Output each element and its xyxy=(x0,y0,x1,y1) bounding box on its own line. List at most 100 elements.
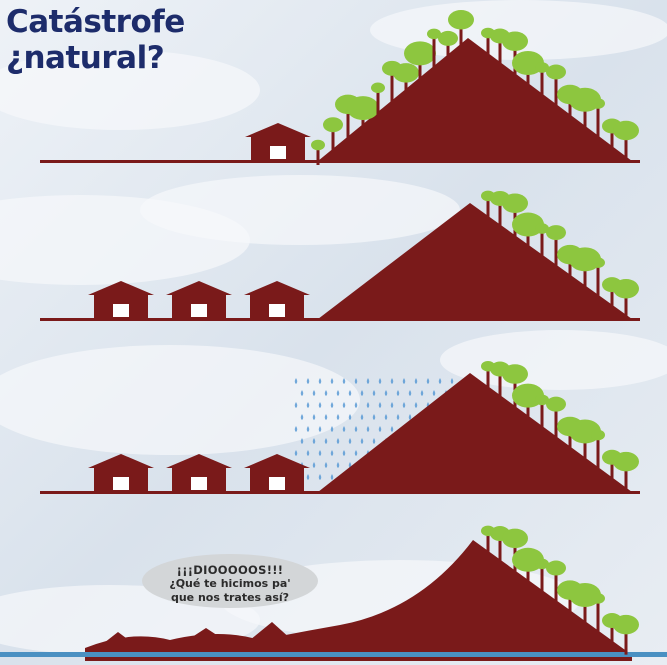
rain-drop xyxy=(384,390,388,396)
tree xyxy=(613,451,639,492)
rain-drop xyxy=(420,390,424,396)
rain-drop xyxy=(330,450,334,456)
rain-drop xyxy=(324,414,328,420)
rain-drop xyxy=(294,402,298,408)
rain-drop xyxy=(306,378,310,384)
house xyxy=(166,454,232,492)
tree xyxy=(347,96,379,129)
panel-rain-on-slope xyxy=(40,360,640,494)
house-door xyxy=(191,477,207,490)
tree-trunk xyxy=(540,228,544,259)
rain-drop xyxy=(330,474,334,480)
tree xyxy=(546,560,566,605)
rain-drop xyxy=(342,378,346,384)
rain-drop xyxy=(336,414,340,420)
tree-crown xyxy=(535,394,549,406)
house-door xyxy=(269,477,285,490)
house xyxy=(166,281,232,319)
rain-drop xyxy=(396,414,400,420)
rain-drop xyxy=(324,462,328,468)
ground-line xyxy=(40,318,640,321)
rain-drop xyxy=(372,390,376,396)
tree-trunk xyxy=(486,33,490,57)
tree-crown xyxy=(502,31,528,51)
tree-trunk xyxy=(540,67,544,98)
tree-crown xyxy=(546,225,566,241)
tree-trunk xyxy=(624,130,628,161)
rain-drop xyxy=(342,450,346,456)
title-line-1: Catástrofe xyxy=(6,4,185,40)
rain-drop xyxy=(390,426,394,432)
house-door xyxy=(113,304,129,317)
rain-drop xyxy=(408,390,412,396)
tree-trunk xyxy=(568,590,572,615)
tree-trunk xyxy=(390,68,394,105)
tree-crown xyxy=(347,96,379,121)
rain-drop xyxy=(330,426,334,432)
tree-crown xyxy=(323,117,343,133)
rain-drop xyxy=(300,414,304,420)
rain-drop xyxy=(432,390,436,396)
rain-drop xyxy=(330,378,334,384)
tree xyxy=(438,30,458,59)
rain-drop xyxy=(372,438,376,444)
tree-trunk xyxy=(459,19,463,48)
tree-trunk xyxy=(610,620,614,645)
tree-trunk xyxy=(568,426,572,451)
tree-crown xyxy=(427,28,441,40)
tree-crown xyxy=(502,193,528,213)
tree-trunk xyxy=(418,53,422,82)
tree-trunk xyxy=(583,259,587,290)
tree-trunk xyxy=(498,533,502,564)
rain-drop xyxy=(318,426,322,432)
tree-trunk xyxy=(568,254,572,279)
rain-drop xyxy=(312,438,316,444)
tree-trunk xyxy=(432,33,436,70)
rain-drop xyxy=(312,390,316,396)
tree-trunk xyxy=(498,198,502,229)
tree xyxy=(535,558,549,594)
rain-drop xyxy=(294,378,298,384)
house-roof xyxy=(166,454,232,468)
house xyxy=(88,281,154,319)
rain-drop xyxy=(384,414,388,420)
tree-trunk xyxy=(583,431,587,462)
rain-drop xyxy=(390,378,394,384)
rain-drop xyxy=(414,378,418,384)
tree-trunk xyxy=(624,461,628,492)
tree xyxy=(613,278,639,319)
rain-drop xyxy=(426,378,430,384)
rain-drop xyxy=(402,402,406,408)
tree xyxy=(546,396,566,441)
house-roof xyxy=(166,281,232,295)
rain-drop xyxy=(306,402,310,408)
house-roof xyxy=(244,454,310,468)
rain-drop xyxy=(330,402,334,408)
rain-drop xyxy=(360,438,364,444)
rain-drop xyxy=(360,390,364,396)
rain-drop xyxy=(306,426,310,432)
tree-crown xyxy=(393,63,419,83)
house-door xyxy=(270,146,286,159)
rain-drop xyxy=(366,426,370,432)
tree xyxy=(535,62,549,98)
tree xyxy=(448,9,474,48)
tree-crown xyxy=(591,257,605,268)
house-door xyxy=(191,304,207,317)
tree-crown xyxy=(613,451,639,472)
tree-trunk xyxy=(610,126,614,150)
house-roof xyxy=(88,281,154,295)
tree-crown xyxy=(613,278,639,299)
rain-drop xyxy=(342,402,346,408)
tree-crown xyxy=(591,593,605,604)
tree-trunk xyxy=(498,36,502,66)
ground-line xyxy=(40,160,640,163)
flood-water xyxy=(0,652,667,657)
mountain xyxy=(318,373,632,492)
rain-drop xyxy=(348,438,352,444)
tree xyxy=(535,394,549,430)
tree xyxy=(591,429,605,472)
buried-roof xyxy=(180,628,232,645)
rain-drop xyxy=(378,426,382,432)
panels xyxy=(0,9,667,661)
